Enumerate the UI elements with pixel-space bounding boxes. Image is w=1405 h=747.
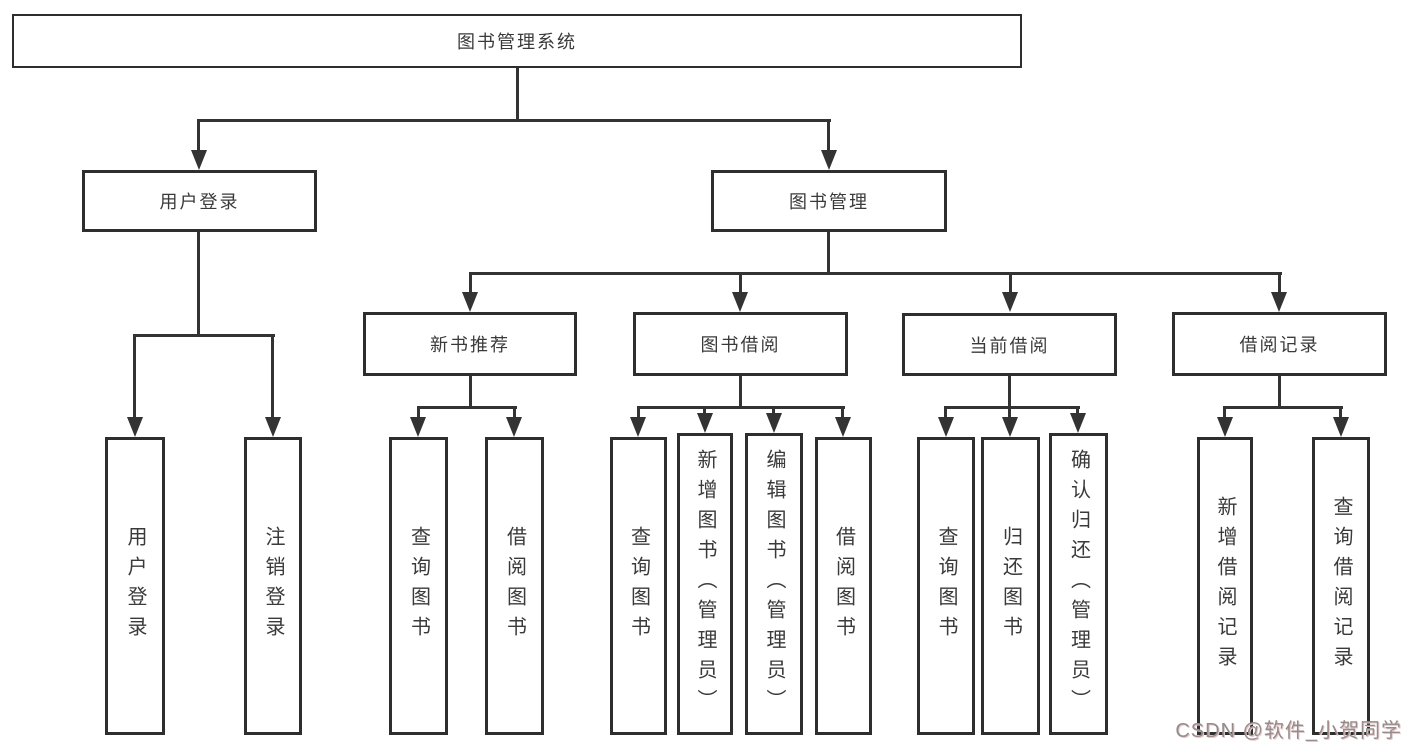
edge-line <box>417 406 517 409</box>
node-new-book-recommend: 新书推荐 <box>363 312 577 376</box>
arrow-down-icon <box>265 417 281 437</box>
edge-line <box>637 406 845 409</box>
edge-line <box>944 406 947 419</box>
arrow-down-icon <box>1002 417 1018 437</box>
edge-line <box>197 119 831 122</box>
edge-line <box>133 334 136 419</box>
leaf-label: 查询借阅记录 <box>1330 496 1352 676</box>
edge-line <box>1223 406 1226 419</box>
node-label: 图书管理 <box>789 192 869 212</box>
node-user-login: 用户登录 <box>82 170 317 232</box>
leaf-label: 用户登录 <box>124 526 146 646</box>
leaf-add-borrow-record: 新增借阅记录 <box>1197 437 1253 735</box>
node-label: 当前借阅 <box>969 335 1050 356</box>
arrow-down-icon <box>766 413 782 433</box>
leaf-query-book-1: 查询图书 <box>389 437 448 735</box>
node-root-label: 图书管理系统 <box>457 32 577 52</box>
edge-line <box>469 376 472 408</box>
csdn-watermark: CSDN @软件_小贺同学 <box>1175 720 1402 742</box>
node-borrow-records: 借阅记录 <box>1172 312 1387 376</box>
edge-line <box>1278 272 1281 294</box>
node-book-borrow: 图书借阅 <box>633 312 848 376</box>
leaf-query-borrow-record: 查询借阅记录 <box>1312 437 1370 735</box>
edge-line <box>133 334 275 337</box>
leaf-borrow-book-1: 借阅图书 <box>485 437 544 735</box>
arrow-down-icon <box>1070 413 1086 433</box>
leaf-label: 新增图书（管理员） <box>694 449 716 719</box>
edge-line <box>1009 272 1012 294</box>
node-book-management: 图书管理 <box>711 170 947 232</box>
edge-line <box>1008 406 1011 419</box>
leaf-label: 查询图书 <box>627 526 650 646</box>
edge-line <box>271 334 274 419</box>
leaf-label: 归还图书 <box>999 526 1022 646</box>
arrow-down-icon <box>1002 292 1018 312</box>
node-label: 用户登录 <box>159 192 240 212</box>
leaf-logout: 注销登录 <box>244 437 302 735</box>
edge-line <box>772 406 775 415</box>
leaf-label: 查询图书 <box>935 526 957 646</box>
edge-line <box>841 406 844 419</box>
edge-line <box>944 406 1080 409</box>
edge-line <box>516 68 519 121</box>
arrow-down-icon <box>938 417 954 437</box>
arrow-down-icon <box>1333 417 1349 437</box>
edge-line <box>1278 376 1281 408</box>
node-current-borrow: 当前借阅 <box>902 313 1117 376</box>
node-label: 新书推荐 <box>430 335 510 355</box>
edge-line <box>739 272 742 294</box>
node-label: 图书借阅 <box>700 335 781 355</box>
leaf-label: 新增借阅记录 <box>1214 496 1236 676</box>
edge-line <box>197 232 200 336</box>
edge-line <box>469 272 1282 275</box>
leaf-label: 借阅图书 <box>832 526 855 646</box>
edge-line <box>637 406 640 419</box>
arrow-down-icon <box>127 417 143 437</box>
leaf-confirm-return-admin: 确认归还（管理员） <box>1049 433 1108 735</box>
edge-line <box>1223 406 1343 409</box>
edge-line <box>513 406 516 419</box>
node-root-system: 图书管理系统 <box>12 14 1022 68</box>
arrow-down-icon <box>697 413 713 433</box>
leaf-label: 编辑图书（管理员） <box>763 449 785 719</box>
arrow-down-icon <box>462 292 478 312</box>
edge-line <box>417 406 420 419</box>
arrow-down-icon <box>506 417 522 437</box>
leaf-query-book-3: 查询图书 <box>917 437 975 735</box>
edge-line <box>197 119 200 152</box>
leaf-return-book: 归还图书 <box>981 437 1040 735</box>
arrow-down-icon <box>410 417 426 437</box>
edge-line <box>739 376 742 408</box>
edge-line <box>1339 406 1342 419</box>
edge-line <box>827 119 830 152</box>
arrow-down-icon <box>821 150 837 170</box>
edge-line <box>1008 376 1011 408</box>
leaf-edit-book-admin: 编辑图书（管理员） <box>745 433 803 735</box>
arrow-down-icon <box>1217 417 1233 437</box>
leaf-label: 确认归还（管理员） <box>1067 449 1090 719</box>
arrow-down-icon <box>191 150 207 170</box>
leaf-query-book-2: 查询图书 <box>610 437 667 735</box>
leaf-label: 查询图书 <box>407 526 430 646</box>
edge-line <box>469 272 472 294</box>
leaf-label: 借阅图书 <box>503 526 526 646</box>
leaf-add-book-admin: 新增图书（管理员） <box>677 433 733 735</box>
leaf-label: 注销登录 <box>262 526 284 646</box>
node-label: 借阅记录 <box>1239 335 1320 355</box>
leaf-user-login: 用户登录 <box>105 437 165 735</box>
edge-line <box>703 406 706 415</box>
arrow-down-icon <box>835 417 851 437</box>
leaf-borrow-book-2: 借阅图书 <box>815 437 872 735</box>
arrow-down-icon <box>732 292 748 312</box>
edge-line <box>827 232 830 274</box>
edge-line <box>1076 406 1079 415</box>
arrow-down-icon <box>1271 292 1287 312</box>
arrow-down-icon <box>630 417 646 437</box>
